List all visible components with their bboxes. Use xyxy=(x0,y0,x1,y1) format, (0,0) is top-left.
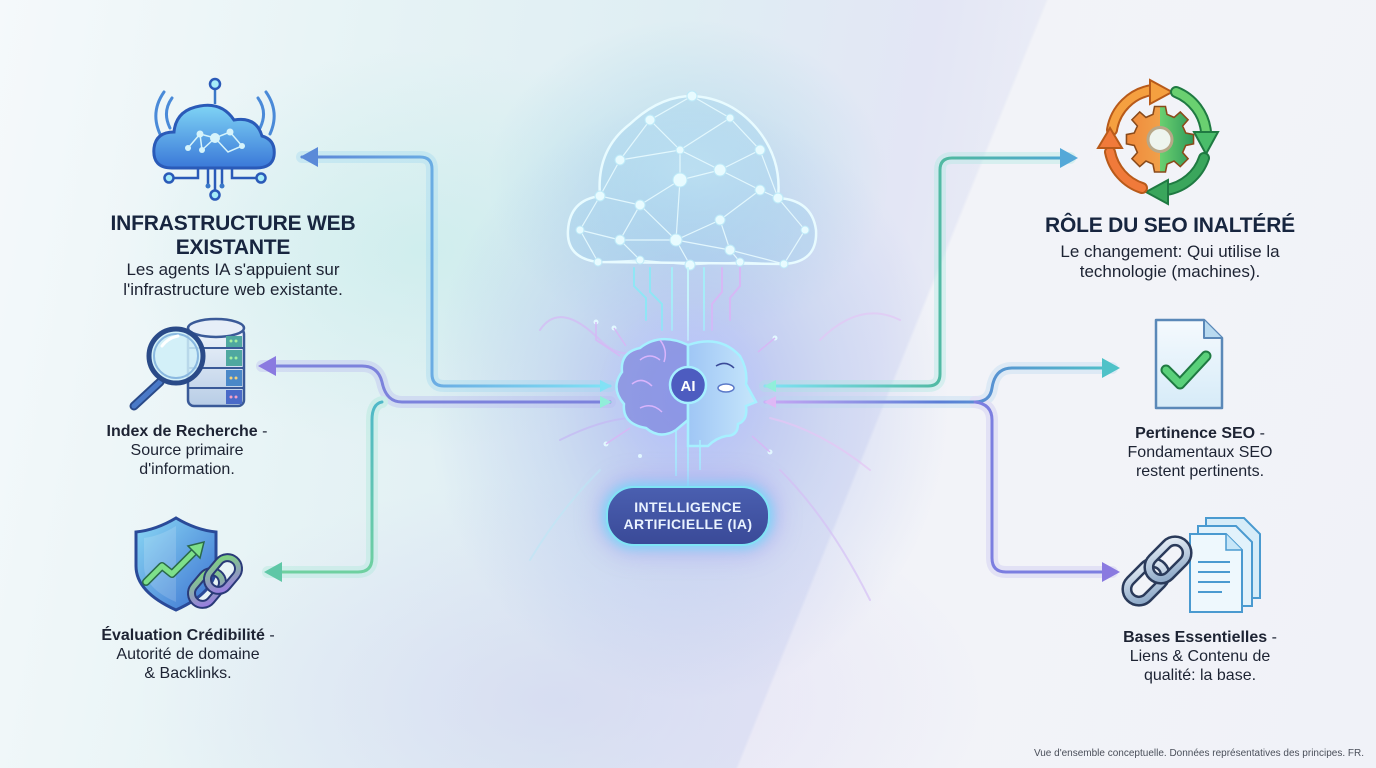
card-body: Bases Essentielles - Liens & Contenu de … xyxy=(1100,628,1300,685)
card-credibilite: Évaluation Crédibilité - Autorité de dom… xyxy=(78,626,298,683)
card-lead: Pertinence SEO xyxy=(1135,425,1256,442)
card-body: Index de Recherche - Source primaire d'i… xyxy=(92,422,282,479)
card-lead: Bases Essentielles xyxy=(1123,629,1268,646)
lead-suffix: - xyxy=(1255,425,1265,442)
title-line: EXISTANTE xyxy=(175,236,291,259)
document-check-icon xyxy=(1154,318,1224,410)
gear-cycle-icon xyxy=(1096,78,1220,206)
card-description: Les agents IA s'appuient sur l'infrastru… xyxy=(88,260,378,300)
lead-suffix: - xyxy=(257,423,268,440)
desc-line: Liens & Contenu de xyxy=(1129,648,1271,665)
card-infrastructure: INFRASTRUCTURE WEB EXISTANTE Les agents … xyxy=(88,212,378,300)
ai-center-label: INTELLIGENCE ARTIFICIELLE (IA) xyxy=(606,486,770,546)
card-body: Évaluation Crédibilité - Autorité de dom… xyxy=(78,626,298,683)
lead-suffix: - xyxy=(264,627,275,644)
card-bases: Bases Essentielles - Liens & Contenu de … xyxy=(1100,628,1300,685)
card-lead: Index de Recherche xyxy=(106,423,258,440)
desc-line: Autorité de domaine xyxy=(116,646,260,663)
desc-line: Fondamentaux SEO xyxy=(1127,444,1273,461)
database-search-icon xyxy=(129,317,246,411)
desc-line: technologie (machines). xyxy=(1079,262,1261,281)
arrowheads xyxy=(258,147,1120,582)
card-title: RÔLE DU SEO INALTÉRÉ xyxy=(1045,214,1295,237)
desc-line: d'information. xyxy=(139,461,235,478)
card-role-seo: RÔLE DU SEO INALTÉRÉ Le changement: Qui … xyxy=(1030,214,1310,282)
lead-suffix: - xyxy=(1267,629,1277,646)
desc-line: Source primaire xyxy=(130,442,244,459)
cloud-network-icon xyxy=(152,77,276,201)
footer-note: Vue d'ensemble conceptuelle. Données rep… xyxy=(1033,748,1364,759)
ai-label-line2: ARTIFICIELLE (IA) xyxy=(623,516,753,532)
card-description: Le changement: Qui utilise la technologi… xyxy=(1030,242,1310,282)
card-pertinence: Pertinence SEO - Fondamentaux SEO resten… xyxy=(1100,424,1300,481)
desc-line: qualité: la base. xyxy=(1143,667,1257,684)
desc-line: & Backlinks. xyxy=(144,665,232,682)
title-line: INFRASTRUCTURE WEB xyxy=(110,212,356,235)
shield-link-icon xyxy=(134,516,243,612)
desc-line: Les agents IA s'appuient sur xyxy=(126,260,340,279)
ai-label-line1: INTELLIGENCE xyxy=(634,499,742,515)
desc-line: restent pertinents. xyxy=(1135,463,1265,480)
card-index: Index de Recherche - Source primaire d'i… xyxy=(92,422,282,479)
card-lead: Évaluation Crédibilité xyxy=(101,627,265,644)
ai-badge-text: AI xyxy=(681,378,696,395)
card-title: INFRASTRUCTURE WEB EXISTANTE xyxy=(88,212,378,260)
desc-line: Le changement: Qui utilise la xyxy=(1060,242,1280,261)
desc-line: l'infrastructure web existante. xyxy=(123,280,343,299)
card-body: Pertinence SEO - Fondamentaux SEO resten… xyxy=(1100,424,1300,481)
link-documents-icon xyxy=(1121,517,1261,613)
